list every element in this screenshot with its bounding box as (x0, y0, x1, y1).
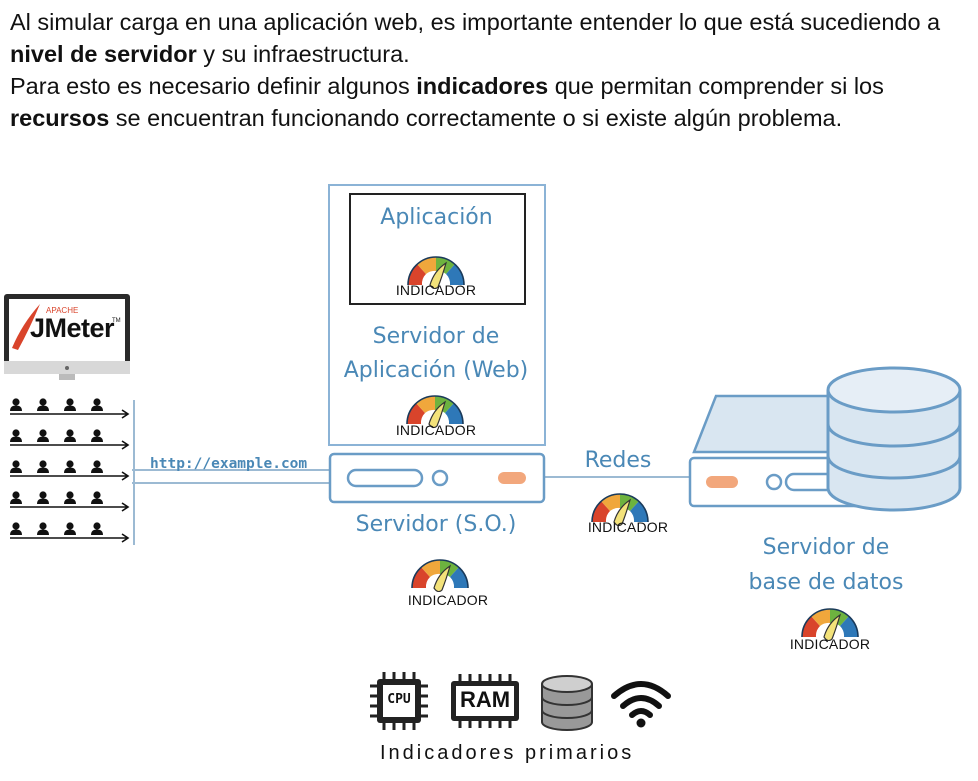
os-server-icon (328, 452, 546, 504)
user-icon (64, 460, 76, 473)
ram-chip-icon (451, 674, 519, 728)
ram-label: RAM (459, 687, 511, 712)
database-server-icon (688, 366, 962, 512)
user-icon (64, 429, 76, 442)
network-indicator-label: INDICADOR (587, 519, 669, 535)
request-arrow (10, 409, 130, 419)
os-server-indicator-label: INDICADOR (407, 592, 489, 608)
primary-indicators-caption: Indicadores primarios (380, 742, 635, 764)
intro-paragraph-1: Al simular carga en una aplicación web, … (10, 9, 941, 67)
user-icon (37, 522, 49, 535)
user-icon (91, 522, 103, 535)
jmeter-logo-text: JMeter (30, 313, 115, 343)
target-url: http://example.com (150, 456, 308, 472)
intro-text: Al simular carga en una aplicación web, … (10, 6, 970, 134)
virtual-users-group (10, 398, 130, 543)
request-arrow (10, 502, 130, 512)
jmeter-apache-label: APACHE (46, 306, 79, 315)
database-indicator-label: INDICADOR (789, 636, 871, 652)
web-server-box (328, 184, 546, 446)
request-arrow (10, 533, 130, 543)
application-indicator-label: INDICADOR (395, 282, 477, 298)
user-icon (10, 491, 22, 504)
user-icon (91, 491, 103, 504)
request-arrow (10, 471, 130, 481)
intro-paragraph-2: Para esto es necesario definir algunos i… (10, 73, 884, 131)
user-icon (91, 460, 103, 473)
user-icon (10, 460, 22, 473)
network-label: Redes (584, 448, 652, 473)
user-icon (10, 398, 22, 411)
request-arrow (10, 440, 130, 450)
user-icon (64, 491, 76, 504)
user-icon (37, 398, 49, 411)
application-box (349, 193, 526, 305)
user-icon (64, 522, 76, 535)
application-title: Aplicación (380, 205, 493, 230)
os-server-gauge-icon (411, 559, 469, 592)
user-icon (10, 522, 22, 535)
user-icon (10, 429, 22, 442)
user-icon (91, 398, 103, 411)
user-icon (37, 429, 49, 442)
cpu-label: CPU (387, 692, 411, 707)
jmeter-monitor-icon (4, 294, 130, 380)
wifi-network-icon (611, 681, 671, 728)
os-server-label: Servidor (S.O.) (355, 512, 517, 537)
cpu-chip-icon (370, 672, 428, 730)
disk-storage-icon (541, 675, 593, 731)
web-server-indicator-label: INDICADOR (395, 422, 477, 438)
user-icon (37, 460, 49, 473)
user-icon (64, 398, 76, 411)
database-gauge-icon (801, 608, 859, 641)
jmeter-tm-label: TM (112, 318, 121, 324)
user-icon (37, 491, 49, 504)
user-icon (91, 429, 103, 442)
